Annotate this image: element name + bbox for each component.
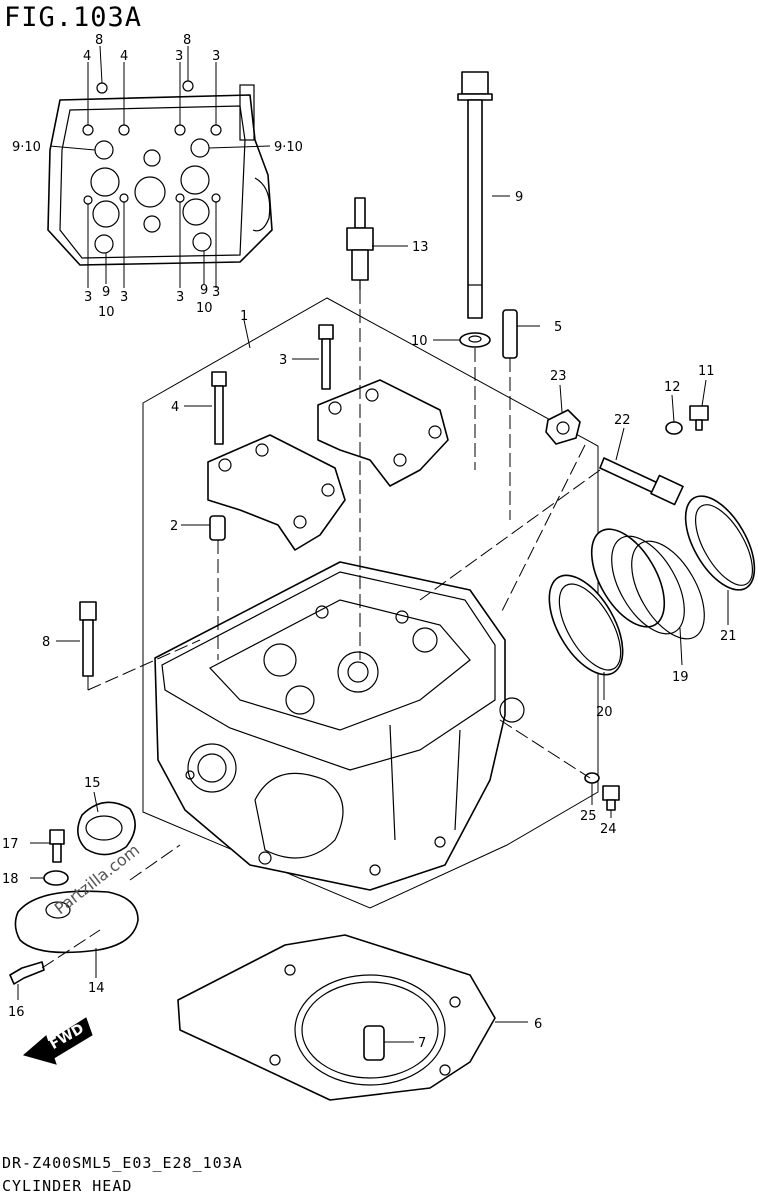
- clamp-20: [548, 574, 624, 676]
- callout-9-10: 9·10: [12, 140, 41, 155]
- cylinder-head-gasket-6: [177, 934, 496, 1101]
- callout-7: 7: [418, 1036, 426, 1051]
- nut-23: [545, 409, 581, 445]
- callout-4: 4: [83, 49, 91, 64]
- callout-13: 13: [412, 240, 429, 255]
- callout-11: 11: [698, 364, 715, 379]
- washer-10: [459, 332, 491, 348]
- callout-10: 10: [411, 334, 428, 349]
- callout-8: 8: [183, 33, 191, 48]
- callout-1: 1: [240, 309, 248, 324]
- callout-3: 3: [212, 285, 220, 300]
- callout-16: 16: [8, 1005, 25, 1020]
- callout-4: 4: [171, 400, 179, 415]
- callout-8: 8: [42, 635, 50, 650]
- callout-6: 6: [534, 1017, 542, 1032]
- cylinder-head-assembly-outline: [142, 297, 599, 909]
- callout-12: 12: [664, 380, 681, 395]
- washer-25: [584, 772, 600, 784]
- dowel-pin-7: [363, 1025, 385, 1061]
- bolt-22: [599, 457, 684, 506]
- plug-5: [502, 309, 518, 359]
- callout-18: 18: [2, 872, 19, 887]
- callout-24: 24: [600, 822, 617, 837]
- callout-17: 17: [2, 837, 19, 852]
- callout-10: 10: [196, 301, 213, 316]
- thermostat-15: [77, 801, 136, 856]
- callout-4: 4: [120, 49, 128, 64]
- callout-labels: 8 8 4 4 3 3 9·10 9·10 3 9 3 10 3 9 3 10 …: [2, 33, 737, 1051]
- callout-3: 3: [176, 290, 184, 305]
- callout-15: 15: [84, 776, 101, 791]
- callout-21: 21: [720, 629, 737, 644]
- camshaft-holder-rear: [317, 379, 449, 487]
- figure-code: DR-Z400SML5_E03_E28_103A: [2, 1154, 243, 1172]
- callout-25: 25: [580, 809, 597, 824]
- dowel-pin-2: [209, 515, 226, 541]
- stud-bolt-9: [457, 71, 493, 319]
- forward-arrow-icon: FWD: [22, 1017, 93, 1065]
- figure-name: CYLINDER HEAD: [2, 1177, 133, 1195]
- callout-2: 2: [170, 519, 178, 534]
- clamp-21: [684, 495, 756, 591]
- callout-3: 3: [120, 290, 128, 305]
- callout-20: 20: [596, 705, 613, 720]
- callout-9: 9: [515, 190, 523, 205]
- callout-9: 9: [200, 283, 208, 298]
- callout-5: 5: [554, 320, 562, 335]
- thermostat-cover-14: [14, 890, 139, 954]
- callout-19: 19: [672, 670, 689, 685]
- callout-14: 14: [88, 981, 105, 996]
- callout-3: 3: [279, 353, 287, 368]
- head-top-view: [47, 45, 273, 288]
- callout-10: 10: [98, 305, 115, 320]
- camshaft-holder-front: [207, 434, 346, 551]
- callout-9-10: 9·10: [274, 140, 303, 155]
- callout-22: 22: [614, 413, 631, 428]
- callout-3: 3: [175, 49, 183, 64]
- figure-title: FIG.103A: [4, 2, 143, 33]
- bolt-8: [79, 601, 97, 677]
- bolt-4: [211, 371, 227, 445]
- bolt-3: [318, 324, 334, 390]
- bolt-17: [49, 829, 65, 863]
- washer-18: [43, 870, 69, 886]
- intake-pipe-19: [590, 528, 705, 640]
- callout-9: 9: [102, 285, 110, 300]
- bolt-16: [9, 961, 45, 985]
- bolt-24: [602, 785, 620, 811]
- callout-23: 23: [550, 369, 567, 384]
- cylinder-head: [154, 561, 525, 891]
- spark-plug-13: [346, 197, 374, 290]
- callout-3: 3: [84, 290, 92, 305]
- washer-12: [665, 421, 683, 435]
- callout-3: 3: [212, 49, 220, 64]
- bolt-11: [689, 405, 709, 431]
- callout-8: 8: [95, 33, 103, 48]
